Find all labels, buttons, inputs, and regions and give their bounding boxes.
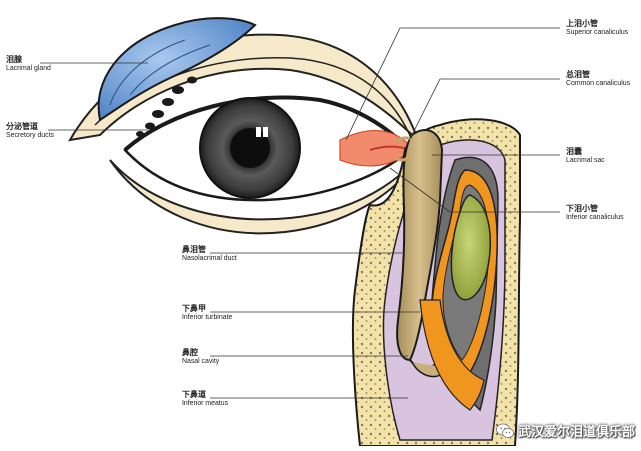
label-nasal-cavity: 鼻腔 Nasal cavity (182, 348, 222, 366)
label-en: Lacrimal sac (566, 155, 605, 165)
label-secretory-ducts: 分泌管道 Secretory ducts (6, 122, 58, 140)
lacrimal-gland-shape (97, 17, 257, 122)
inferior-meatus-shape (419, 299, 485, 411)
label-zh: 鼻泪管 (182, 245, 206, 254)
label-zh: 总泪管 (566, 70, 590, 79)
label-lacrimal-sac: 泪囊 Lacrimal sac (566, 147, 608, 165)
label-zh: 泪囊 (566, 147, 582, 156)
label-zh: 泪腺 (6, 55, 22, 64)
label-common-canaliculus: 总泪管 Common canaliculus (566, 70, 636, 88)
label-en: Common canaliculus (566, 78, 631, 88)
label-inferior-turbinate: 下鼻甲 Inferior turbinate (182, 304, 237, 322)
canaliculi (394, 136, 413, 162)
label-en: Inferior turbinate (182, 312, 233, 322)
label-zh: 上泪小管 (566, 19, 598, 28)
watermark-text: 武汉爱尔泪道俱乐部 (517, 425, 635, 440)
label-en: Inferior canaliculus (566, 212, 624, 222)
label-zh: 下鼻甲 (182, 304, 206, 313)
label-inferior-canaliculus: 下泪小管 Inferior canaliculus (566, 204, 629, 222)
inferior-turbinate-shape (450, 194, 491, 301)
label-zh: 鼻腔 (182, 348, 198, 357)
watermark: 武汉爱尔泪道俱乐部 (496, 421, 635, 440)
leader-lines (40, 27, 560, 399)
label-superior-canaliculus: 上泪小管 Superior canaliculus (566, 19, 634, 37)
label-lacrimal-gland: 泪腺 Lacrimal gland (6, 55, 55, 73)
label-en: Nasal cavity (182, 356, 220, 366)
label-zh: 下鼻道 (182, 390, 206, 399)
label-en: Nasolacrimal duct (182, 253, 237, 263)
secretory-duct-openings (136, 76, 197, 137)
label-zh: 分泌管道 (6, 122, 38, 131)
label-en: Secretory ducts (6, 130, 54, 140)
label-nasolacrimal-duct: 鼻泪管 Nasolacrimal duct (182, 245, 242, 263)
label-en: Inferior meatus (182, 398, 229, 408)
label-zh: 下泪小管 (566, 204, 598, 213)
label-en: Superior canaliculus (566, 27, 629, 37)
iris (199, 97, 301, 199)
wechat-icon (496, 423, 514, 438)
label-en: Lacrimal gland (6, 63, 51, 73)
label-inferior-meatus: 下鼻道 Inferior meatus (182, 390, 232, 408)
